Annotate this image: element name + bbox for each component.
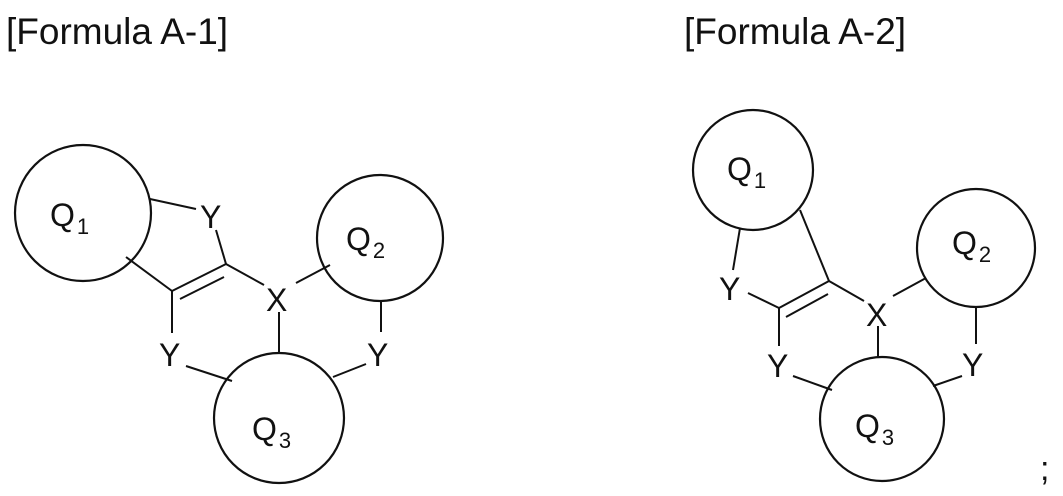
- formula-a2-bond-c2-c1: [779, 281, 829, 308]
- formula-a1-label-q1: Q1: [50, 197, 89, 239]
- formula-a2-atom-y-right: Y: [962, 347, 983, 383]
- formula-a1-bond-y-q3: [186, 366, 232, 381]
- formula-a1-label-q2: Q2: [346, 221, 385, 263]
- formula-a2-bond-c2-c1-double: [786, 294, 828, 317]
- formula-a1-atom-y-right: Y: [367, 337, 388, 373]
- formula-a1-bond-x-q2: [296, 265, 330, 283]
- formula-a2-bond-q1-y: [733, 228, 740, 270]
- formula-a1-ring-q3: [214, 353, 344, 483]
- formula-a2-atom-y-upper: Y: [719, 271, 740, 307]
- formula-a1-bond-c2-c1: [172, 264, 226, 291]
- formula-a2-bond-y-c2: [748, 293, 779, 308]
- formula-a1-bond-y-c1: [216, 230, 226, 264]
- formula-a2-label-q3: Q3: [855, 408, 894, 450]
- formula-a1-bond-c2-c1-double: [180, 277, 224, 299]
- formula-a1-bond-q1-y: [150, 199, 196, 209]
- formula-a2-bond-q1-c1: [800, 210, 829, 281]
- formula-a2-atom-x: X: [866, 297, 887, 333]
- formula-a1-bond-q1-c2: [126, 257, 172, 291]
- formula-a1-bond-y-q3-right: [333, 364, 366, 377]
- formula-a2-label-q2: Q2: [952, 225, 991, 267]
- formula-a1-bond-c1-x: [226, 264, 264, 285]
- formula-a2: [Formula A-2] Y X Y Y Q1 Q2 Q3: [684, 11, 1035, 481]
- trailing-semicolon: ;: [1040, 450, 1049, 488]
- formula-a1-atom-y-left: Y: [159, 337, 180, 373]
- formula-a1: [Formula A-1] Y X Y Y Q1 Q2 Q3: [6, 11, 443, 483]
- formula-a1-label-q3: Q3: [252, 411, 291, 453]
- formula-a2-bond-x-q2: [893, 278, 926, 296]
- formula-a1-atom-y-top: Y: [200, 199, 221, 235]
- formula-a2-bond-c1-x: [829, 281, 864, 301]
- formula-a2-atom-y-left: Y: [767, 348, 788, 384]
- formula-a2-label-q1: Q1: [727, 151, 766, 193]
- formula-a2-bond-y-q3-right: [933, 376, 962, 386]
- formula-a1-title: [Formula A-1]: [6, 11, 228, 52]
- formula-a2-title: [Formula A-2]: [684, 11, 906, 52]
- formula-a2-ring-q3: [820, 357, 944, 481]
- formula-a2-bond-y-q3: [793, 376, 832, 390]
- formula-a1-atom-x: X: [266, 282, 287, 318]
